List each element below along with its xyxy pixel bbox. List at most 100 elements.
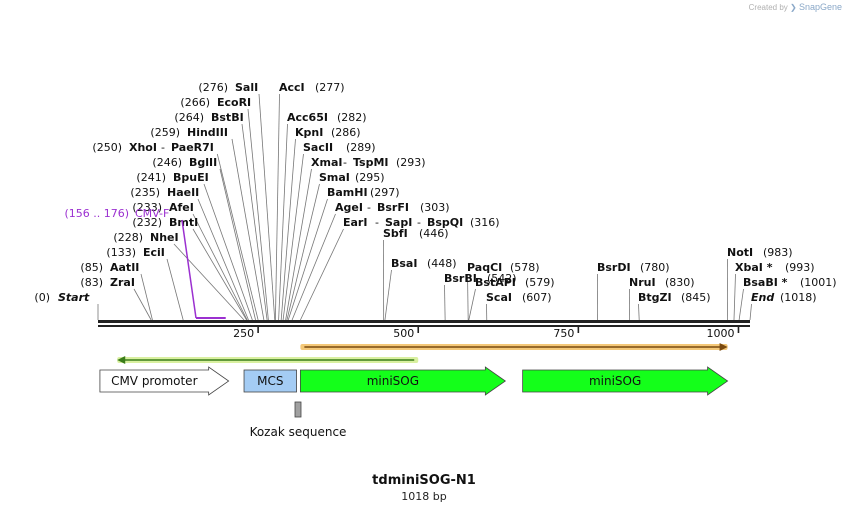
- site-hindiii[interactable]: HindIII(259): [150, 126, 228, 139]
- plasmid-name: tdminiSOG-N1: [372, 473, 476, 488]
- site-acci[interactable]: AccI(277): [279, 81, 345, 94]
- orf-arrow[interactable]: [300, 343, 728, 351]
- ruler-tick: 500: [393, 327, 420, 340]
- feature-minisog[interactable]: miniSOG: [522, 366, 729, 396]
- primer-range: (156 .. 176): [64, 207, 129, 220]
- site-separator: -: [375, 216, 379, 229]
- site-name: BsrDI: [597, 261, 631, 274]
- site-name: AatII: [110, 261, 139, 274]
- site-position: (293): [396, 156, 426, 169]
- ruler-tick: 250: [233, 327, 259, 340]
- site-name: XbaI *: [735, 261, 773, 274]
- site-xhoi[interactable]: XhoI-PaeR7I(250): [92, 141, 213, 154]
- site-agei[interactable]: AgeI-BsrFI(303): [335, 201, 450, 214]
- site-aatii[interactable]: AatII(85): [80, 261, 139, 274]
- site-bsrbi[interactable]: BsrBI(542): [444, 272, 517, 285]
- site-separator: -: [161, 141, 165, 154]
- site-connector: [638, 303, 640, 321]
- ruler-label: 500: [393, 327, 414, 340]
- site-acc65i[interactable]: Acc65I(282): [287, 111, 367, 124]
- site-bstapi[interactable]: BstAPI(579): [475, 276, 555, 289]
- site-bsai[interactable]: BsaI(448): [391, 257, 457, 270]
- site-ecori[interactable]: EcoRI (266): [180, 96, 251, 109]
- site-xbai[interactable]: XbaI *(993): [735, 261, 815, 274]
- site-connector: [749, 303, 752, 321]
- site-position: (303): [420, 201, 450, 214]
- site-connector: [282, 153, 304, 321]
- site-bglii[interactable]: BglII(246): [152, 156, 217, 169]
- site-bamhi[interactable]: BamHI(297): [327, 186, 400, 199]
- primer-name: CMV-F: [135, 207, 169, 220]
- ruler-label: 750: [553, 327, 574, 340]
- site-connector: [241, 123, 268, 321]
- site-kpni[interactable]: KpnI(286): [295, 126, 361, 139]
- site-position: (233): [132, 201, 162, 214]
- site-scai[interactable]: ScaI(607): [486, 291, 552, 304]
- site-name: AfeI: [169, 201, 194, 214]
- site-ecii[interactable]: EciI(133): [106, 246, 165, 259]
- site-connector: [247, 108, 269, 321]
- site-name: SapI: [385, 216, 412, 229]
- site-connector: [278, 123, 288, 321]
- site-bsrdi[interactable]: BsrDI(780): [597, 261, 670, 274]
- site-xmai[interactable]: XmaI-TspMI(293): [311, 156, 426, 169]
- site-name: EcoRI: [217, 96, 251, 109]
- site-bmti[interactable]: BmtI(232): [132, 216, 198, 229]
- site-connector: [192, 228, 247, 321]
- site-end[interactable]: End(1018): [751, 291, 817, 304]
- site-position: (297): [370, 186, 400, 199]
- site-bsabi[interactable]: BsaBI *(1001): [743, 276, 837, 289]
- site-zrai[interactable]: ZraI (83): [80, 276, 135, 289]
- site-connector: [192, 213, 248, 321]
- site-name: End: [751, 291, 774, 304]
- site-position: (266): [180, 96, 210, 109]
- site-bpuei[interactable]: BpuEI(241): [136, 171, 208, 184]
- site-name: ZraI: [110, 276, 135, 289]
- site-eari[interactable]: EarI-SapI-BspQI(316): [343, 216, 500, 229]
- site-name: EarI: [343, 216, 367, 229]
- site-haeii[interactable]: HaeII(235): [130, 186, 199, 199]
- ruler-tick: 750: [553, 327, 580, 340]
- ruler-label: 250: [233, 327, 254, 340]
- site-connector: [285, 168, 312, 321]
- site-name: BglII: [189, 156, 217, 169]
- site-afei[interactable]: AfeI (233): [132, 201, 193, 214]
- snapgene-logo-icon: ❯: [790, 3, 797, 12]
- site-position: (83): [80, 276, 103, 289]
- feature-minisog[interactable]: miniSOG: [299, 366, 507, 396]
- site-btgzi[interactable]: BtgZI(845): [638, 291, 711, 304]
- site-position: (276): [198, 81, 228, 94]
- site-name: SbfI: [383, 227, 408, 240]
- site-noti[interactable]: NotI(983): [727, 246, 793, 259]
- site-name: ScaI: [486, 291, 512, 304]
- site-connector: [275, 93, 280, 321]
- sequence-backbone: [98, 320, 750, 327]
- site-position: (1001): [800, 276, 837, 289]
- site-paqci[interactable]: PaqCI (578): [467, 261, 540, 274]
- site-position: (578): [510, 261, 540, 274]
- site-name: SacII: [303, 141, 333, 154]
- site-name: HindIII: [187, 126, 228, 139]
- feature-cmv-promoter[interactable]: CMV promoter: [99, 366, 230, 396]
- plasmid-size: 1018 bp: [401, 490, 447, 503]
- site-sali[interactable]: SalI(276): [198, 81, 258, 94]
- feature-mcs[interactable]: MCS: [243, 369, 297, 393]
- ruler-label: 1000: [706, 327, 734, 340]
- site-position: (316): [470, 216, 500, 229]
- site-position: (277): [315, 81, 345, 94]
- site-smai[interactable]: SmaI(295): [319, 171, 385, 184]
- orf-arrow[interactable]: [117, 356, 419, 364]
- site-connector: [468, 288, 476, 321]
- site-sacii[interactable]: SacII(289): [303, 141, 376, 154]
- feature-kozak-sequence[interactable]: Kozak sequence: [250, 401, 347, 439]
- site-start[interactable]: Start(0): [34, 291, 90, 304]
- site-separator: -: [417, 216, 421, 229]
- feature-label: MCS: [257, 374, 283, 388]
- site-bstbi[interactable]: BstBI(264): [174, 111, 243, 124]
- site-sbfi[interactable]: SbfI(446): [383, 227, 449, 240]
- site-nrui[interactable]: NruI(830): [629, 276, 695, 289]
- site-nhei[interactable]: NheI(228): [113, 231, 178, 244]
- primer-cmv-f[interactable]: (156 .. 176) CMV-F: [64, 207, 226, 319]
- site-connector: [738, 288, 744, 321]
- site-name: PaqCI: [467, 261, 502, 274]
